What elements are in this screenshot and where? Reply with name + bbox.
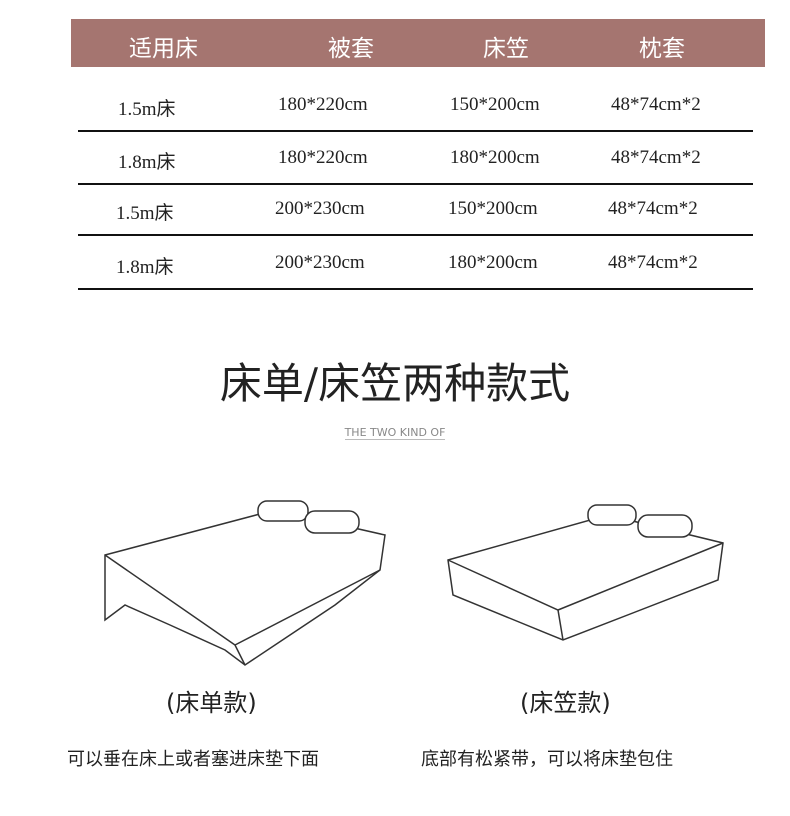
cell: 200*230cm xyxy=(275,252,365,273)
flat-sheet-description: 可以垂在床上或者塞进床垫下面 xyxy=(67,749,319,770)
cell: 48*74cm*2 xyxy=(608,198,698,219)
cell: 180*200cm xyxy=(450,147,540,168)
cell: 180*220cm xyxy=(278,147,368,168)
cell: 150*200cm xyxy=(448,198,538,219)
cell: 200*230cm xyxy=(275,198,365,219)
subtitle-text: THE TWO KIND OF xyxy=(344,426,446,440)
header-bed: 适用床 xyxy=(129,36,198,62)
fitted-sheet-label: (床笠款) xyxy=(520,689,611,717)
cell: 1.5m床 xyxy=(116,203,174,224)
cell: 1.8m床 xyxy=(118,152,176,173)
table-row: 1.5m床 180*220cm 150*200cm 48*74cm*2 xyxy=(78,78,753,132)
cell: 1.5m床 xyxy=(118,99,176,120)
flat-sheet-bed-illustration xyxy=(104,500,386,666)
table-row: 1.8m床 200*230cm 180*200cm 48*74cm*2 xyxy=(78,236,753,290)
cell: 48*74cm*2 xyxy=(608,252,698,273)
table-header: 适用床 被套 床笠 枕套 xyxy=(71,19,765,67)
header-duvet: 被套 xyxy=(328,36,374,62)
cell: 180*220cm xyxy=(278,94,368,115)
cell: 48*74cm*2 xyxy=(611,147,701,168)
flat-sheet-label: (床单款) xyxy=(166,689,257,717)
table-row: 1.5m床 200*230cm 150*200cm 48*74cm*2 xyxy=(78,182,753,236)
cell: 48*74cm*2 xyxy=(611,94,701,115)
section-subtitle: THE TWO KIND OF xyxy=(0,426,790,440)
fitted-sheet-description: 底部有松紧带，可以将床垫包住 xyxy=(421,749,673,770)
fitted-sheet-bed-illustration xyxy=(447,504,724,641)
header-pillowcase: 枕套 xyxy=(639,36,685,62)
cell: 150*200cm xyxy=(450,94,540,115)
table-row: 1.8m床 180*220cm 180*200cm 48*74cm*2 xyxy=(78,131,753,185)
section-title: 床单/床笠两种款式 xyxy=(219,359,571,408)
cell: 1.8m床 xyxy=(116,257,174,278)
header-fitted-sheet: 床笠 xyxy=(483,36,529,62)
cell: 180*200cm xyxy=(448,252,538,273)
